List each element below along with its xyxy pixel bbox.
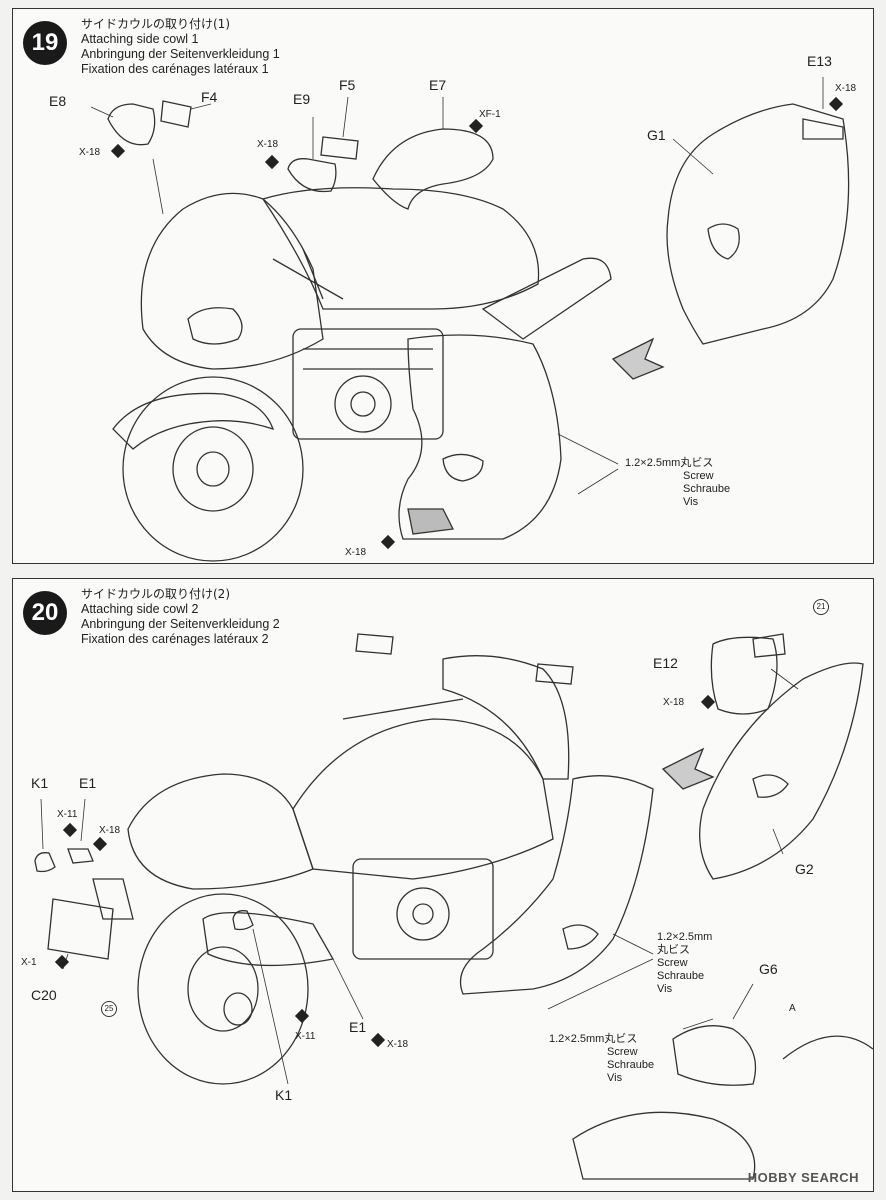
screw-size: 1.2×2.5mm丸ビス bbox=[625, 457, 714, 469]
part-label-f4: F4 bbox=[201, 89, 218, 105]
part-label-a: A bbox=[789, 1003, 796, 1014]
title-en: Attaching side cowl 1 bbox=[81, 32, 199, 46]
screw-fr: Vis bbox=[683, 496, 699, 508]
title-fr: Fixation des carénages latéraux 2 bbox=[81, 632, 269, 646]
screw-en: Screw bbox=[683, 470, 714, 482]
title-en: Attaching side cowl 2 bbox=[81, 602, 199, 616]
paint-label-x18b: X-18 bbox=[99, 825, 121, 836]
screw-de: Schraube bbox=[607, 1059, 655, 1071]
part-label-g2: G2 bbox=[795, 861, 814, 877]
paint-label-x18a: X-18 bbox=[663, 697, 685, 708]
part-label-e12: E12 bbox=[653, 655, 678, 671]
motorcycle-drawing-step20 bbox=[34, 633, 874, 1180]
paint-label-x18a: X-18 bbox=[79, 147, 101, 158]
part-label-g1: G1 bbox=[647, 127, 666, 143]
screw-callout: 1.2×2.5mm丸ビス Screw Schraube Vis bbox=[625, 457, 730, 509]
title-de: Anbringung der Seitenverkleidung 2 bbox=[81, 617, 280, 631]
step-ref-21: 21 bbox=[813, 599, 829, 615]
step-number-badge: 20 bbox=[23, 591, 67, 635]
paint-label-x11a: X-11 bbox=[57, 809, 78, 820]
step-20-panel: 20 サイドカウルの取り付け(2) Attaching side cowl 2 … bbox=[12, 578, 874, 1192]
screw-size: 1.2×2.5mm bbox=[657, 931, 713, 943]
paint-label-x11b: X-11 bbox=[295, 1031, 316, 1042]
paint-label-xf1: XF-1 bbox=[479, 109, 501, 120]
part-label-e7: E7 bbox=[429, 77, 447, 93]
paint-label-x18b: X-18 bbox=[257, 139, 279, 150]
step-number-badge: 19 bbox=[23, 21, 67, 65]
paint-label-x1: X-1 bbox=[21, 957, 37, 968]
paint-label-x18c: X-18 bbox=[835, 83, 857, 94]
part-label-g6: G6 bbox=[759, 961, 778, 977]
title-jp: サイドカウルの取り付け(1) bbox=[81, 17, 230, 31]
screw-de: Schraube bbox=[683, 483, 731, 495]
part-label-e1: E1 bbox=[79, 775, 97, 791]
step-titles: サイドカウルの取り付け(1) Attaching side cowl 1 Anb… bbox=[81, 17, 280, 77]
paint-label-x18c: X-18 bbox=[387, 1039, 409, 1050]
step-19-panel: 19 サイドカウルの取り付け(1) Attaching side cowl 1 … bbox=[12, 8, 874, 564]
part-label-f5: F5 bbox=[339, 77, 356, 93]
screw-en: Screw bbox=[657, 957, 688, 969]
screw-callout-1: 1.2×2.5mm 丸ビス Screw Schraube Vis bbox=[657, 931, 712, 996]
screw-callout-2: 1.2×2.5mm丸ビス Screw Schraube Vis bbox=[549, 1033, 654, 1085]
part-label-e13: E13 bbox=[807, 53, 832, 69]
part-label-k1-lower: K1 bbox=[275, 1087, 293, 1103]
screw-fr: Vis bbox=[657, 983, 673, 995]
part-label-c20: C20 bbox=[31, 987, 57, 1003]
watermark: HOBBY SEARCH bbox=[747, 1170, 859, 1185]
part-label-e8: E8 bbox=[49, 93, 67, 109]
screw-de: Schraube bbox=[657, 970, 705, 982]
part-label-e9: E9 bbox=[293, 91, 311, 107]
motorcycle-drawing-step19 bbox=[90, 77, 850, 562]
part-label-k1: K1 bbox=[31, 775, 49, 791]
screw-type: 丸ビス bbox=[657, 944, 690, 956]
part-label-e1-lower: E1 bbox=[349, 1019, 367, 1035]
step-ref-25: 25 bbox=[101, 1001, 117, 1017]
screw-size: 1.2×2.5mm丸ビス bbox=[549, 1033, 638, 1045]
paint-label-x18d: X-18 bbox=[345, 547, 367, 558]
screw-fr: Vis bbox=[607, 1072, 623, 1084]
title-fr: Fixation des carénages latéraux 1 bbox=[81, 62, 269, 76]
screw-en: Screw bbox=[607, 1046, 638, 1058]
step-titles: サイドカウルの取り付け(2) Attaching side cowl 2 Anb… bbox=[81, 587, 280, 647]
title-jp: サイドカウルの取り付け(2) bbox=[81, 587, 230, 601]
title-de: Anbringung der Seitenverkleidung 1 bbox=[81, 47, 280, 61]
